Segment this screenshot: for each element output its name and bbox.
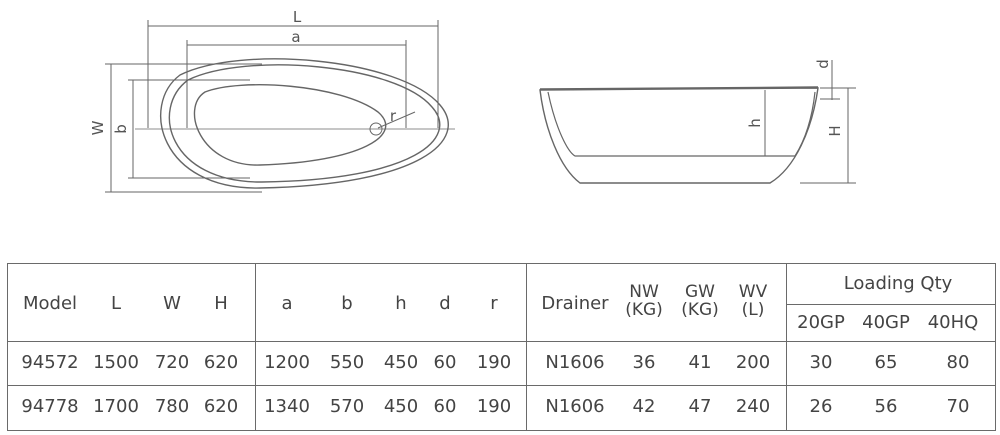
table-row-2-20gp: 26 — [809, 396, 833, 417]
side-view-basin — [547, 91, 816, 157]
header-H: H — [214, 293, 228, 314]
side-view-labels: d h H — [746, 59, 844, 136]
header-wv-unit: (L) — [741, 300, 765, 320]
header-L: L — [110, 293, 122, 314]
header-40gp: 40GP — [862, 312, 910, 333]
side-view-outline — [539, 87, 819, 184]
table-row-1-gw: 41 — [688, 352, 712, 373]
header-drainer: Drainer — [541, 293, 609, 314]
table-row-2-H: 620 — [203, 396, 239, 417]
table-row-1-wv: 200 — [735, 352, 771, 373]
table-row-1-L: 1500 — [93, 352, 139, 373]
divider — [8, 385, 995, 386]
table-row-1-r: 190 — [476, 352, 512, 373]
side-view — [539, 60, 856, 184]
top-view-inner-rim — [168, 64, 441, 183]
table-row-2-model: 94778 — [21, 396, 79, 417]
header-nw-unit: (KG) — [625, 300, 663, 320]
table-row-1-h: 450 — [383, 352, 419, 373]
table-row-2-r: 190 — [476, 396, 512, 417]
table-row-1-nw: 36 — [632, 352, 656, 373]
label-L: L — [293, 8, 302, 26]
header-b: b — [341, 293, 353, 314]
table-row-2-40gp: 56 — [874, 396, 898, 417]
table-row-2-L: 1700 — [93, 396, 139, 417]
header-wv-label: WV — [738, 282, 768, 302]
header-nw: NW (KG) — [625, 283, 663, 319]
table-row-2-b: 570 — [329, 396, 365, 417]
table-row-2-W: 780 — [154, 396, 190, 417]
header-gw-unit: (KG) — [681, 300, 719, 320]
header-d: d — [439, 293, 451, 314]
divider — [255, 264, 256, 430]
top-view-basin — [193, 84, 387, 166]
table-row-1-40hq: 80 — [946, 352, 970, 373]
table-row-1-a: 1200 — [264, 352, 310, 373]
header-W: W — [163, 293, 181, 314]
table-row-1-20gp: 30 — [809, 352, 833, 373]
header-gw-label: GW — [685, 282, 715, 302]
header-a: a — [281, 293, 293, 314]
table-row-2-gw: 47 — [688, 396, 712, 417]
header-model: Model — [22, 293, 78, 314]
label-d: d — [814, 59, 832, 69]
table-row-2-nw: 42 — [632, 396, 656, 417]
header-gw: GW (KG) — [681, 283, 719, 319]
table-row-2-a: 1340 — [264, 396, 310, 417]
table-row-2-d: 60 — [433, 396, 457, 417]
table-row-2-40hq: 70 — [946, 396, 970, 417]
header-r: r — [490, 293, 498, 314]
table-row-2-drainer: N1606 — [545, 396, 605, 417]
label-a: a — [291, 28, 300, 46]
table-row-1-40gp: 65 — [874, 352, 898, 373]
header-40hq: 40HQ — [927, 312, 979, 333]
top-view-outer-rim — [159, 58, 449, 189]
table-row-1-d: 60 — [433, 352, 457, 373]
divider — [8, 341, 995, 342]
spec-table: Model L W H a b h d r Drainer NW (KG) GW… — [7, 263, 996, 431]
top-view-labels: L a W b r — [89, 8, 397, 135]
bathtub-technical-drawing: L a W b r d h H — [89, 8, 856, 193]
header-nw-label: NW — [629, 282, 659, 302]
table-row-2-wv: 240 — [735, 396, 771, 417]
top-view — [105, 20, 455, 193]
label-h: h — [746, 118, 764, 128]
table-row-1-H: 620 — [203, 352, 239, 373]
header-wv: WV (L) — [739, 283, 767, 319]
table-row-2-h: 450 — [383, 396, 419, 417]
header-20gp: 20GP — [797, 312, 845, 333]
label-W: W — [89, 120, 107, 135]
label-b: b — [112, 124, 130, 134]
label-H: H — [826, 125, 844, 136]
label-r: r — [390, 107, 397, 125]
divider — [786, 264, 787, 430]
divider — [786, 304, 995, 305]
divider — [526, 264, 527, 430]
table-row-1-drainer: N1606 — [545, 352, 605, 373]
table-row-1-model: 94572 — [21, 352, 79, 373]
header-loading-qty: Loading Qty — [843, 273, 953, 294]
table-row-1-W: 720 — [154, 352, 190, 373]
header-h: h — [395, 293, 407, 314]
table-row-1-b: 550 — [329, 352, 365, 373]
